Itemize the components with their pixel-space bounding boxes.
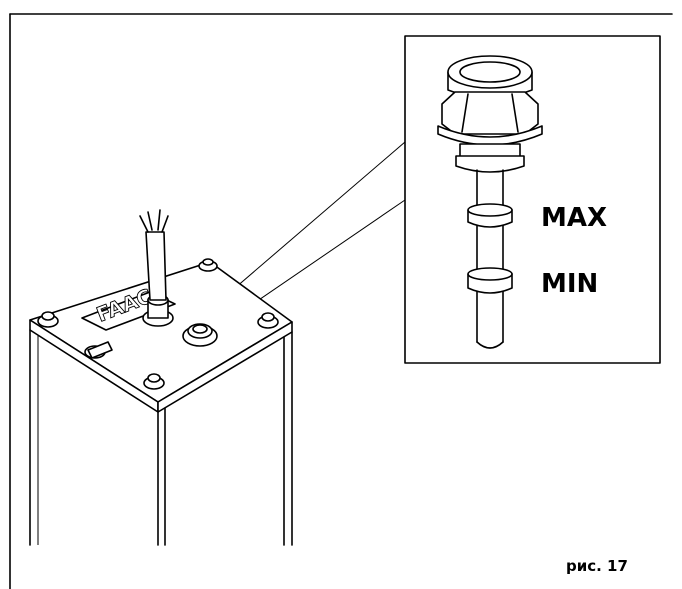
bolt-back <box>198 258 218 272</box>
bolt-left <box>37 311 59 328</box>
reservoir-cap <box>182 323 218 347</box>
min-label: MIN <box>541 269 598 299</box>
bolt-right <box>257 312 279 329</box>
detail-inset: MAX MIN <box>404 35 661 364</box>
bolt-front <box>143 373 165 390</box>
cable <box>139 209 169 301</box>
max-label: MAX <box>541 203 607 233</box>
dipstick-shaft <box>476 169 504 349</box>
max-mark-ring <box>467 203 513 228</box>
pump-column: FAAC <box>29 209 293 546</box>
min-mark-ring <box>467 267 513 294</box>
dipstick-cap <box>437 55 543 173</box>
inset-frame <box>404 35 661 364</box>
page-frame <box>9 13 673 589</box>
figure-caption: рис. 17 <box>566 557 628 575</box>
